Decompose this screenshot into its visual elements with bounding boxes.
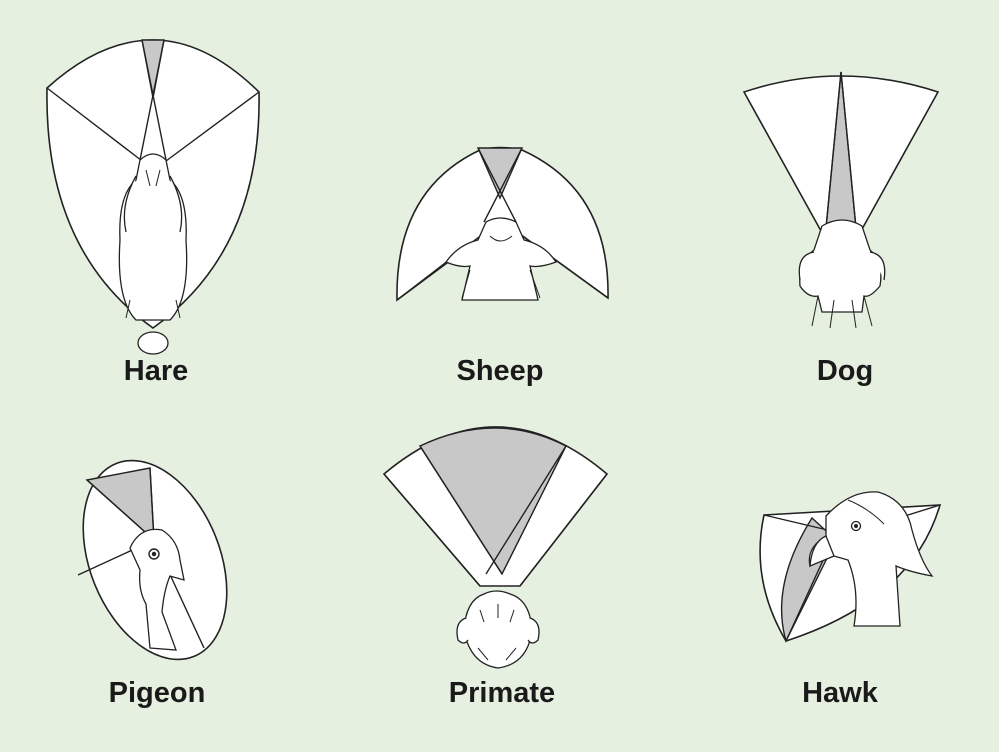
hare-icon [118, 153, 188, 355]
pigeon-label: Pigeon [109, 677, 206, 709]
hawk-label: Hawk [802, 677, 879, 709]
sheep-panel: Sheep [396, 146, 609, 387]
hare-panel: Hare [46, 39, 260, 387]
primate-visual-field [382, 426, 609, 587]
pigeon-icon [129, 528, 185, 651]
pigeon-panel: Pigeon [77, 459, 228, 709]
primate-label: Primate [449, 677, 555, 709]
primate-panel: Primate [382, 426, 609, 709]
hare-label: Hare [124, 355, 189, 387]
sheep-icon [445, 217, 557, 301]
dog-icon [798, 219, 886, 329]
dog-label: Dog [817, 355, 873, 387]
dog-visual-field [742, 71, 940, 241]
sheep-label: Sheep [456, 355, 543, 387]
hawk-panel: Hawk [759, 491, 942, 709]
hawk-icon [808, 491, 934, 627]
dog-panel: Dog [742, 71, 940, 387]
primate-icon [456, 590, 540, 669]
